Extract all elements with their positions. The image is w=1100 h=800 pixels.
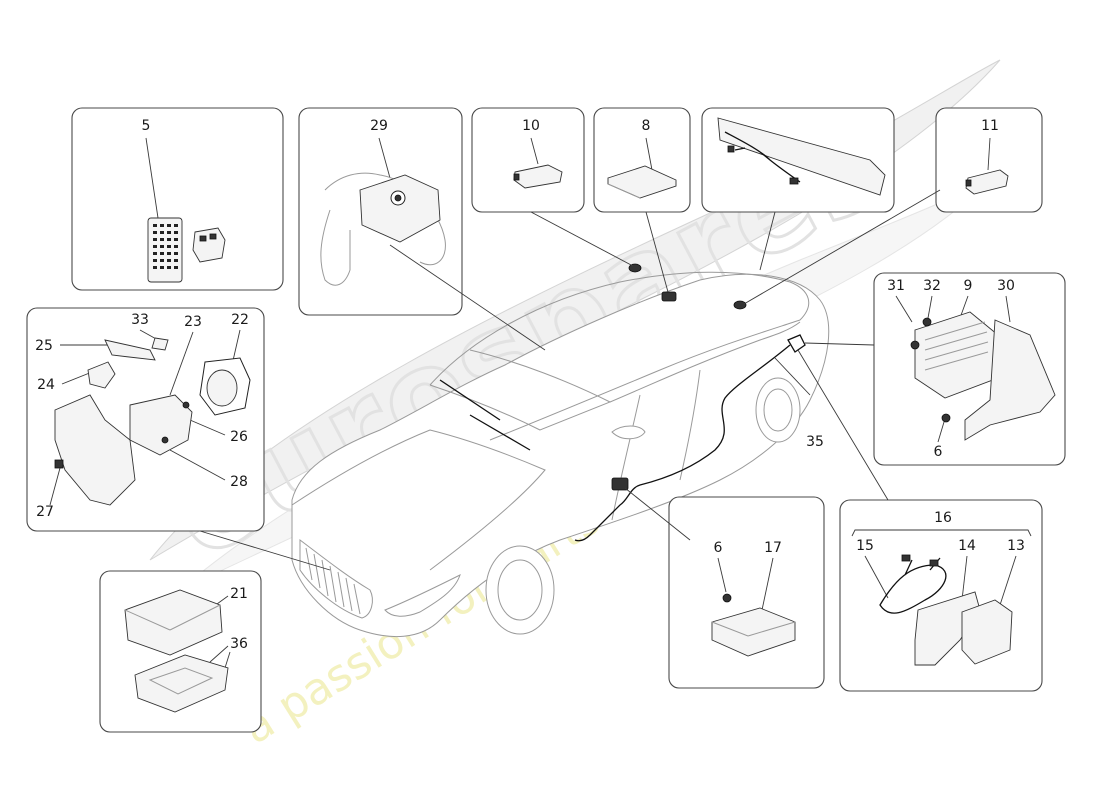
panel-leader-lines xyxy=(199,189,941,571)
radar-screw-33 xyxy=(151,337,169,351)
callout-25: 25 xyxy=(35,338,53,354)
screw-28 xyxy=(161,436,169,444)
harness-connector-bracket xyxy=(787,334,806,353)
harness-connector xyxy=(611,477,629,491)
screw-32 xyxy=(922,317,932,327)
car-body xyxy=(291,273,830,638)
bracket-14 xyxy=(914,591,981,666)
bumper-bracket-27 xyxy=(54,394,136,506)
callout-23: 23 xyxy=(184,314,202,330)
nut-6 xyxy=(941,413,951,423)
car-wiper xyxy=(469,414,531,451)
callout-16: 16 xyxy=(934,510,952,526)
roof-sensor xyxy=(733,300,747,310)
panel-parts-13-16: 16 15 14 13 xyxy=(839,499,1043,692)
car-front-wheel xyxy=(485,545,555,635)
callout-21: 21 xyxy=(230,586,248,602)
car-roofline xyxy=(429,271,810,441)
car-grille xyxy=(299,538,373,619)
radar-mount-23 xyxy=(129,394,193,456)
callout-8: 8 xyxy=(642,118,651,134)
car-windshield xyxy=(429,349,612,431)
car-door-line xyxy=(611,394,641,521)
connector-module xyxy=(192,227,226,263)
panel-part-5: 5 xyxy=(71,107,284,291)
module-11 xyxy=(965,169,1009,195)
panel-parts-22-28: 33 23 22 25 24 26 28 27 xyxy=(26,307,265,532)
control-unit-17 xyxy=(711,607,796,657)
panel-parts-6-17: 6 17 xyxy=(668,496,825,689)
callout-36: 36 xyxy=(230,636,248,652)
panel-parts-9-30: 31 32 9 30 6 xyxy=(873,272,1066,466)
callout-35: 35 xyxy=(806,434,824,450)
car-wiper xyxy=(439,379,501,421)
callout-29: 29 xyxy=(370,118,388,134)
callout-13: 13 xyxy=(1007,538,1025,554)
panel-parts-21-36: 21 36 xyxy=(99,570,262,733)
callout-26: 26 xyxy=(230,429,248,445)
control-unit-21 xyxy=(124,589,223,656)
grille-slats xyxy=(305,547,361,615)
sensor-24 xyxy=(87,361,116,389)
car-side-windows xyxy=(609,321,801,403)
callout-6-bottom: 6 xyxy=(714,540,723,556)
car-hood xyxy=(291,429,546,571)
panel-part-10: 10 xyxy=(471,107,585,213)
mounting-bracket-36 xyxy=(134,654,229,713)
panel-part-11: 11 xyxy=(935,107,1043,213)
car-side-mirror xyxy=(611,425,646,440)
panel-part-8: 8 xyxy=(593,107,691,213)
control-unit-13 xyxy=(961,599,1013,665)
callout-28: 28 xyxy=(230,474,248,490)
callout-17: 17 xyxy=(764,540,782,556)
callout-33: 33 xyxy=(131,312,149,328)
callout-6-right: 6 xyxy=(934,444,943,460)
panel-rear-harness xyxy=(701,107,895,213)
callout-30: 30 xyxy=(997,278,1015,294)
car-rear-wheel xyxy=(755,377,801,443)
nut-31 xyxy=(910,340,920,350)
roof-sensor xyxy=(628,263,642,273)
nut-6-bottom xyxy=(722,593,732,603)
callout-32: 32 xyxy=(923,278,941,294)
roof-antenna-module xyxy=(661,291,677,302)
callout-10: 10 xyxy=(522,118,540,134)
callout-27: 27 xyxy=(36,504,54,520)
car-headlight xyxy=(384,574,461,617)
car-rear-rim xyxy=(763,388,793,432)
trim-harness-wire xyxy=(724,131,801,183)
callout-14: 14 xyxy=(958,538,976,554)
trim-panel xyxy=(717,117,886,196)
callout-5: 5 xyxy=(142,118,151,134)
panel-part-29: 29 xyxy=(298,107,463,316)
car-illustration xyxy=(291,263,830,638)
callout-15: 15 xyxy=(856,538,874,554)
callout-24: 24 xyxy=(37,377,55,393)
radar-bracket-25 xyxy=(104,339,156,361)
rain-sensor-module xyxy=(359,174,441,243)
callout-16-bracket xyxy=(851,529,1032,537)
callout-9: 9 xyxy=(964,278,973,294)
callout-11: 11 xyxy=(981,118,999,134)
bracket-30 xyxy=(964,319,1056,441)
car-front-rim xyxy=(497,559,543,621)
car-door-line xyxy=(679,369,701,481)
callout-31: 31 xyxy=(887,278,905,294)
callout-22: 22 xyxy=(231,312,249,328)
keypad-panel xyxy=(147,217,183,283)
screw-26 xyxy=(182,401,190,409)
side-wiring-harness xyxy=(574,344,791,542)
